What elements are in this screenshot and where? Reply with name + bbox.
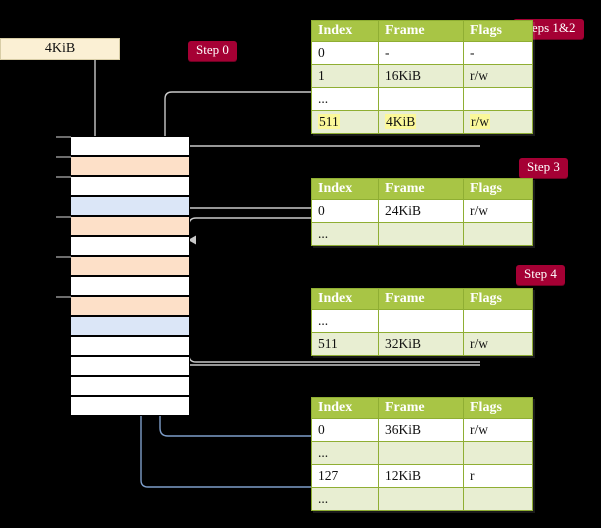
table-cell-frame: 16KiB [378,64,464,88]
table-cell-index: 127 [311,464,379,488]
badge-step-3: Step 3 [519,158,568,178]
table-row: ... [311,487,533,511]
table-cell-index: ... [311,222,379,246]
table-cell-frame [378,87,464,111]
column-header-frame: Frame [378,288,464,310]
frame-tick-mark [56,296,71,298]
frame-tick-mark [56,156,71,158]
badge-step-4: Step 4 [516,265,565,285]
physical-memory-block [56,136,190,416]
table-cell-index: 1 [311,64,379,88]
column-header-frame: Frame [378,397,464,419]
table-cell-index: ... [311,487,379,511]
badge-step-0-label: Step 0 [188,41,237,61]
table-cell-frame [378,222,464,246]
memory-frame-row [56,156,190,176]
table-cell-flags: r/w [463,332,533,356]
memory-frame-row [56,176,190,196]
table-cell-frame: 36KiB [378,418,464,442]
table-cell-frame: 4KiB [378,110,464,134]
memory-frame-row [70,376,190,396]
highlighted-value: 4KiB [385,114,417,129]
table-cell-frame: 24KiB [378,199,464,223]
memory-frame-row [70,276,190,296]
column-header-index: Index [311,178,379,200]
table-cell-frame [378,309,464,333]
table-cell-frame [378,441,464,465]
table-cell-flags: r/w [463,199,533,223]
table-row: ... [311,87,533,111]
table-cell-frame: 32KiB [378,332,464,356]
badge-step-4-label: Step 4 [516,265,565,285]
source-frame-box: 4KiB [0,38,120,60]
table-row: ... [311,441,533,465]
memory-frame-row [56,256,190,276]
memory-frame-row [70,196,190,216]
highlighted-value: r/w [470,114,490,129]
column-header-index: Index [311,20,379,42]
table-cell-flags [463,87,533,111]
column-header-flags: Flags [463,397,533,419]
table-cell-index: ... [311,309,379,333]
frame-tick-mark [56,216,71,218]
memory-frame-row [70,336,190,356]
table-cell-index: 511 [311,332,379,356]
column-header-frame: Frame [378,20,464,42]
table-cell-flags [463,487,533,511]
table-cell-flags [463,441,533,465]
table-cell-flags [463,222,533,246]
badge-step-3-label: Step 3 [519,158,568,178]
memory-frame-row [70,316,190,336]
column-header-flags: Flags [463,178,533,200]
table-cell-index: ... [311,87,379,111]
table-cell-flags: - [463,41,533,65]
column-header-flags: Flags [463,288,533,310]
badge-step-0: Step 0 [188,41,237,61]
table-cell-index: 0 [311,41,379,65]
table-cell-index: 0 [311,418,379,442]
table-cell-index: 0 [311,199,379,223]
column-header-flags: Flags [463,20,533,42]
frame-tick-mark [56,136,71,138]
table-cell-index: ... [311,441,379,465]
table-row: ... [311,309,533,333]
table-cell-frame: 12KiB [378,464,464,488]
table-cell-frame [378,487,464,511]
table-row: ... [311,222,533,246]
table-cell-index: 511 [311,110,379,134]
column-header-index: Index [311,288,379,310]
memory-frame-row [56,296,190,316]
memory-frame-row [56,216,190,236]
table-cell-frame: - [378,41,464,65]
table-cell-flags: r/w [463,64,533,88]
column-header-index: Index [311,397,379,419]
memory-frame-row [70,236,190,256]
table-cell-flags: r [463,464,533,488]
table-cell-flags [463,309,533,333]
table-row: 511 4KiB r/w [311,110,533,134]
frame-tick-mark [56,176,71,178]
memory-frame-row [70,396,190,416]
table-cell-flags: r/w [463,110,533,134]
source-frame-label: 4KiB [44,41,76,56]
highlighted-value: 511 [318,114,340,129]
column-header-frame: Frame [378,178,464,200]
memory-frame-row [70,356,190,376]
table-row: 0-- [311,41,533,65]
table-cell-flags: r/w [463,418,533,442]
memory-frame-row [56,136,190,156]
frame-tick-mark [56,256,71,258]
